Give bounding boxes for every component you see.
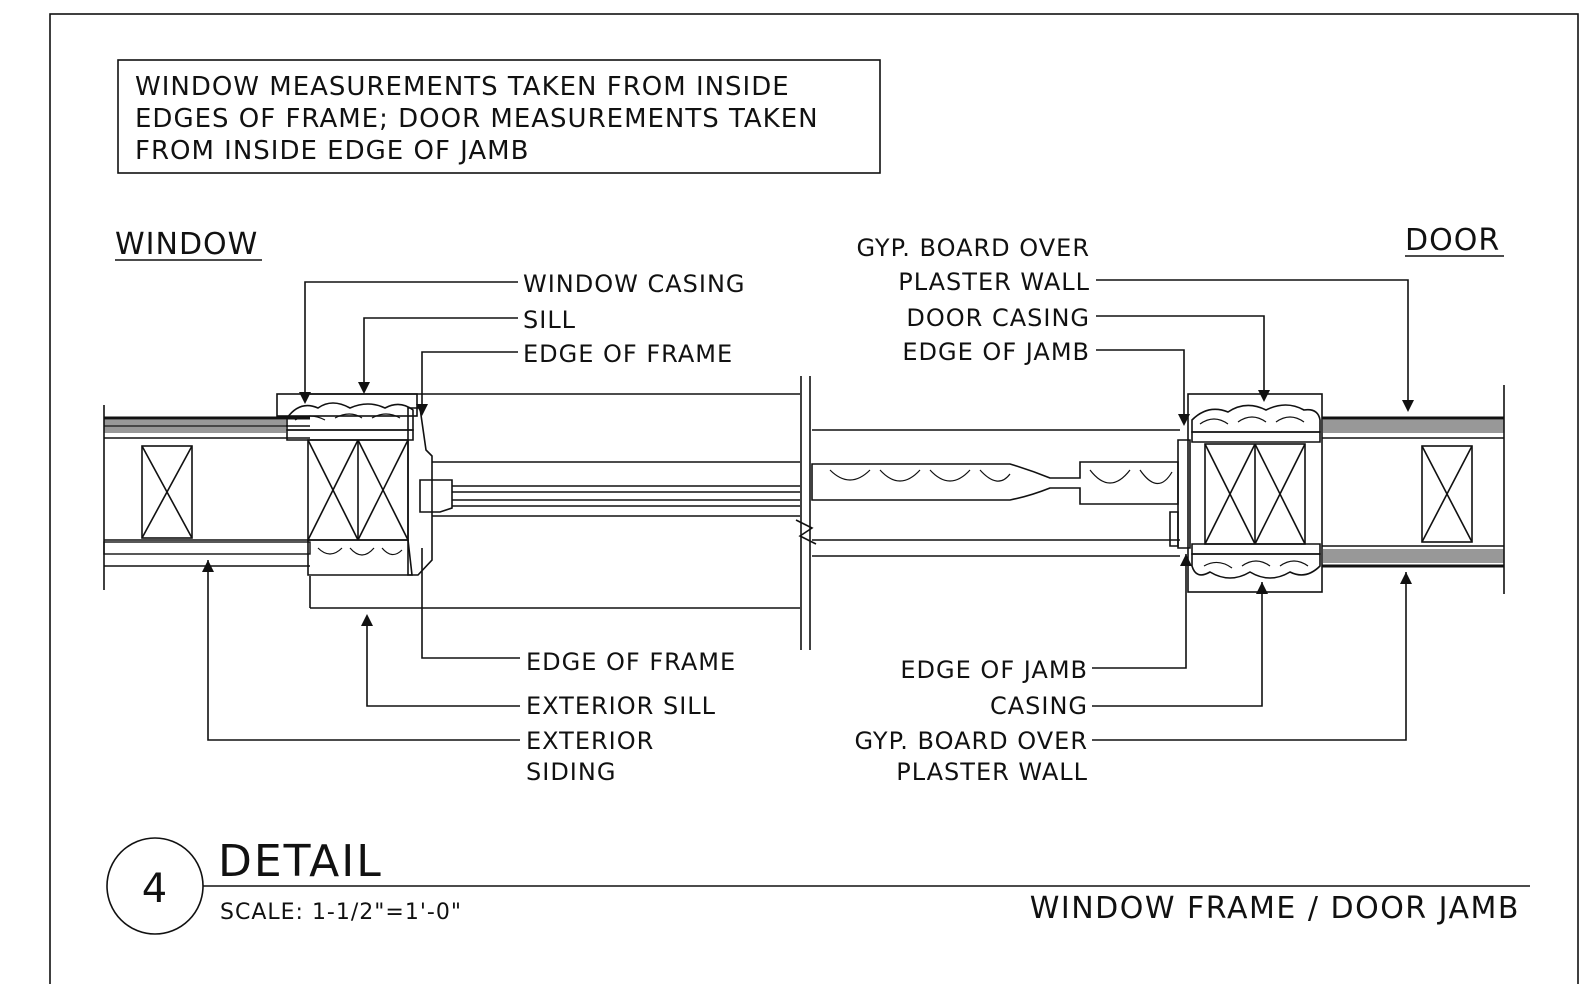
- door-wall-plaster-bottom: [1322, 549, 1504, 563]
- arrow-edge-of-jamb-top: [1178, 414, 1190, 426]
- label-gyp-bottom-2: PLASTER WALL: [896, 758, 1088, 786]
- door-wall-stud-x2: [1421, 445, 1473, 543]
- door-casing-top-grain: [1199, 416, 1305, 425]
- window-casing: [286, 402, 414, 431]
- door-casing-bottom: [1191, 553, 1321, 579]
- break-lines: [795, 376, 817, 650]
- window-wall-stud: [141, 445, 193, 539]
- note-line-2: EDGES OF FRAME; DOOR MEASUREMENTS TAKEN: [135, 104, 819, 134]
- label-gyp-bottom-1: GYP. BOARD OVER: [855, 727, 1089, 755]
- arrow-casing: [1256, 582, 1268, 594]
- door-casing-bottom-grain: [1203, 560, 1309, 569]
- arrow-edge-of-jamb-bottom: [1180, 554, 1192, 566]
- label-door-casing: DOOR CASING: [906, 304, 1090, 332]
- detail-title: DETAIL: [218, 836, 383, 887]
- door-section: [811, 385, 1505, 594]
- label-casing: CASING: [990, 692, 1088, 720]
- leader-edge-of-frame-top: [421, 351, 518, 414]
- door-leaders: [1092, 279, 1414, 741]
- label-exterior-sill: EXTERIOR SILL: [526, 692, 716, 720]
- door-wall-stud: [1421, 445, 1473, 543]
- label-edge-of-jamb-top: EDGE OF JAMB: [902, 338, 1090, 366]
- window-stud-x-2: [307, 439, 359, 541]
- leader-door-casing: [1096, 315, 1265, 400]
- window-section: [103, 393, 800, 609]
- label-sill: SILL: [523, 306, 576, 334]
- sheet-border: [49, 13, 1579, 984]
- label-edge-of-frame-top: EDGE OF FRAME: [523, 340, 733, 368]
- label-window-casing: WINDOW CASING: [523, 270, 746, 298]
- label-exterior-siding-2: SIDING: [526, 758, 616, 786]
- label-exterior-siding-1: EXTERIOR: [526, 727, 654, 755]
- arrow-door-casing: [1258, 390, 1270, 402]
- detail-subtitle: WINDOW FRAME / DOOR JAMB: [1030, 891, 1520, 926]
- arrow-exterior-siding: [202, 560, 214, 572]
- window-leaders: [202, 281, 520, 741]
- arrow-gyp-bottom: [1400, 572, 1412, 584]
- leader-casing: [1092, 582, 1263, 707]
- window-stud-x-4: [357, 439, 409, 541]
- detail-scale: SCALE: 1-1/2"=1'-0": [220, 900, 462, 925]
- leader-window-casing: [304, 281, 518, 402]
- note-box: [117, 59, 881, 174]
- door-stud-x-4: [1254, 443, 1306, 545]
- door-slab: [811, 461, 1179, 505]
- leader-sill: [363, 317, 518, 392]
- leader-gyp-top: [1096, 279, 1409, 410]
- window-frame: [407, 407, 433, 576]
- door-casing-top: [1191, 404, 1321, 433]
- window-wall-plaster: [104, 419, 286, 433]
- window-exterior-sill-grain: [317, 547, 403, 556]
- window-wall-stud-x2: [141, 445, 193, 539]
- arrow-edge-of-frame-top: [416, 404, 428, 416]
- note-line-3: FROM INSIDE EDGE OF JAMB: [135, 136, 529, 166]
- door-slab-grain: [829, 469, 1173, 485]
- door-casing-top-wedge: [1191, 431, 1321, 443]
- leader-exterior-siding: [207, 560, 520, 741]
- door-casing-outline: [1187, 393, 1323, 593]
- window-casing-grain: [294, 413, 401, 421]
- arrow-exterior-sill: [361, 614, 373, 626]
- arrow-sill: [358, 382, 370, 394]
- general-note: WINDOW MEASUREMENTS TAKEN FROM INSIDE ED…: [117, 59, 881, 174]
- break-symbol: [795, 519, 817, 545]
- door-wall-plaster-top: [1322, 419, 1504, 433]
- window-wall-siding: [103, 541, 311, 555]
- label-edge-of-frame-bottom: EDGE OF FRAME: [526, 648, 736, 676]
- door-heading: DOOR: [1405, 223, 1500, 258]
- leader-gyp-bottom: [1092, 572, 1407, 741]
- door-jamb-edge: [1169, 511, 1179, 547]
- door-callouts: GYP. BOARD OVER PLASTER WALL DOOR CASING…: [855, 234, 1091, 786]
- label-gyp-top-1: GYP. BOARD OVER: [857, 234, 1091, 262]
- window-callouts: WINDOW CASING SILL EDGE OF FRAME EDGE OF…: [523, 270, 746, 786]
- note-line-1: WINDOW MEASUREMENTS TAKEN FROM INSIDE: [135, 72, 790, 102]
- leader-edge-of-jamb-bottom: [1092, 554, 1187, 669]
- window-casing-wedge: [286, 429, 414, 441]
- label-gyp-top-2: PLASTER WALL: [898, 268, 1090, 296]
- window-exterior-sill-trim: [307, 539, 413, 576]
- arrow-window-casing: [299, 392, 311, 404]
- leader-edge-of-frame-bottom: [421, 548, 520, 659]
- leader-exterior-sill: [366, 616, 520, 707]
- leader-edge-of-jamb-top: [1096, 349, 1185, 424]
- label-edge-of-jamb-bottom: EDGE OF JAMB: [900, 656, 1088, 684]
- detail-number: 4: [142, 866, 168, 912]
- window-sash-stop: [419, 479, 453, 513]
- title-block: 4 DETAIL SCALE: 1-1/2"=1'-0" WINDOW FRAM…: [106, 836, 1530, 935]
- window-heading: WINDOW: [115, 227, 258, 262]
- arrow-gyp-top: [1402, 400, 1414, 412]
- door-casing-bottom-wedge: [1191, 543, 1321, 555]
- door-stud-x-2: [1204, 443, 1256, 545]
